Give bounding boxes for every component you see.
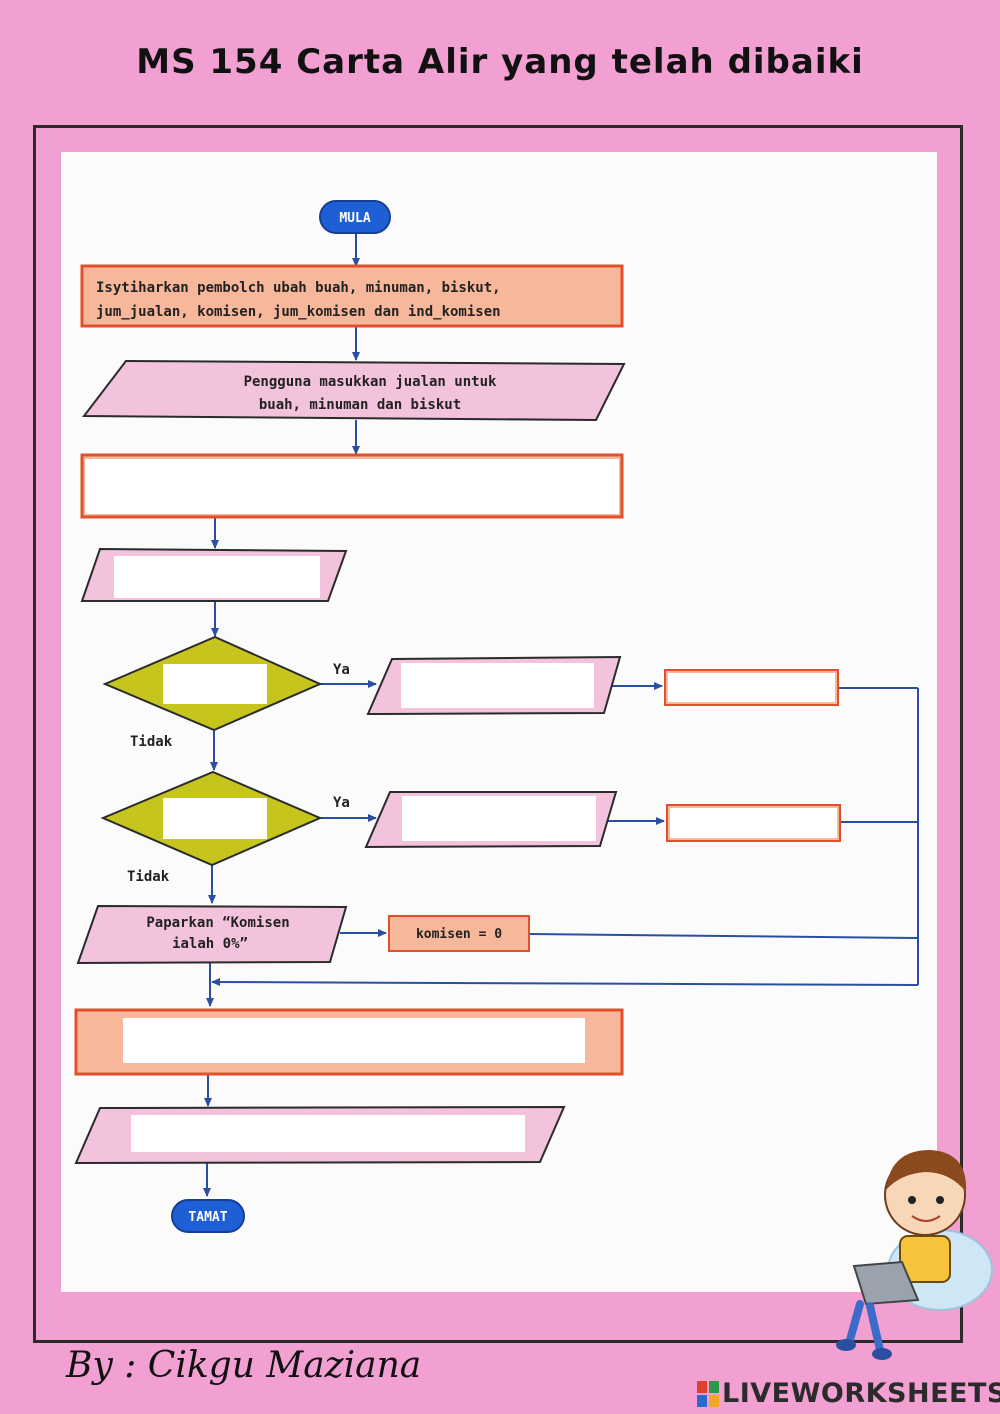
answer-field-yes-io-1[interactable]	[401, 663, 594, 708]
declare-process: Isytiharkan pembolch ubah buah, minuman,…	[80, 264, 624, 328]
display-zero-line-1: Paparkan “Komisen	[146, 915, 289, 931]
kid-with-laptop-illustration	[836, 1150, 993, 1360]
input-line-2: buah, minuman dan biskut	[259, 397, 461, 413]
answer-field-final-output[interactable]	[131, 1115, 525, 1152]
answer-field-final-process[interactable]	[123, 1018, 585, 1063]
display-zero-line-2: ialah 0%”	[172, 936, 248, 952]
author-signature: By : Cikgu Maziana	[66, 1345, 422, 1386]
end-label: TAMAT	[188, 1210, 227, 1225]
no-label-1: Tidak	[130, 734, 173, 750]
answer-field-yes-process-1[interactable]	[668, 673, 835, 702]
commission-zero-process: komisen = 0	[388, 915, 530, 952]
svg-text:komisen = 0: komisen = 0	[416, 927, 502, 942]
no-label-2: Tidak	[127, 869, 170, 885]
answer-field-decision-2[interactable]	[163, 798, 267, 839]
answer-field-yes-io-2[interactable]	[402, 796, 596, 841]
user-input-io: Pengguna masukkan jualan untuk buah, min…	[81, 359, 626, 422]
worksheet-frame	[33, 125, 963, 1343]
declare-line-1: Isytiharkan pembolch ubah buah, minuman,…	[96, 280, 501, 296]
arrow-merge-left	[211, 978, 919, 987]
end-terminal: TAMAT	[171, 1199, 245, 1233]
page-title: MS 154 Carta Alir yang telah dibaiki	[136, 42, 864, 82]
start-label: MULA	[339, 211, 370, 226]
declare-line-2: jum_jualan, komisen, jum_komisen dan ind…	[96, 304, 501, 320]
liveworksheets-logo-icon	[697, 1381, 719, 1407]
brand-text: LIVEWORKSHEETS	[722, 1378, 1000, 1409]
display-zero-io: Paparkan “Komisen ialah 0%”	[76, 904, 348, 965]
start-terminal: MULA	[319, 200, 391, 234]
answer-field-yes-process-2[interactable]	[670, 808, 837, 838]
input-line-1: Pengguna masukkan jualan untuk	[244, 374, 497, 390]
answer-field-process-1[interactable]	[85, 459, 619, 514]
yes-label-1: Ya	[333, 662, 350, 678]
answer-field-io-2[interactable]	[114, 556, 320, 598]
line-komisen-right	[529, 933, 919, 939]
connector-lines	[203, 234, 919, 1197]
yes-label-2: Ya	[333, 795, 350, 811]
answer-field-decision-1[interactable]	[163, 664, 267, 704]
